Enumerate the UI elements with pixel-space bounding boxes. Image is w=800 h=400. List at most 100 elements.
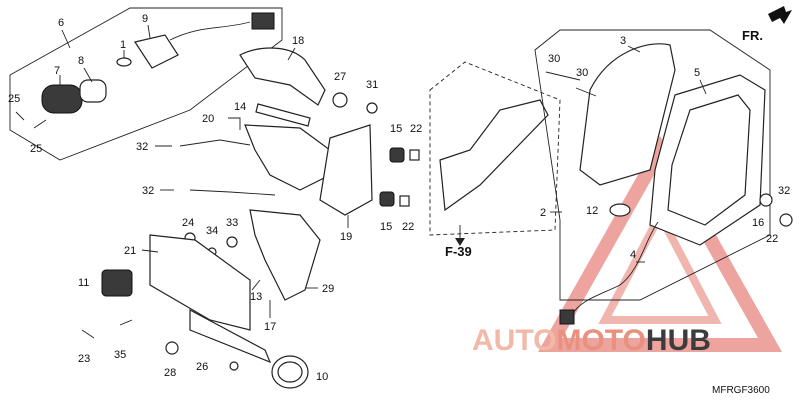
part-bulb-12 bbox=[609, 203, 631, 217]
part-license-holder-21 bbox=[149, 234, 251, 331]
part-nut-32c bbox=[779, 213, 793, 227]
group-box-left bbox=[9, 7, 283, 161]
part-screw-25b bbox=[33, 119, 47, 129]
callout-8: 8 bbox=[78, 55, 84, 67]
callout-16: 16 bbox=[752, 217, 764, 229]
callout-13: 13 bbox=[250, 291, 262, 303]
part-collar-22a bbox=[409, 149, 420, 161]
part-nut-26 bbox=[229, 361, 239, 371]
leader-c9 bbox=[147, 24, 151, 39]
part-gasket bbox=[79, 79, 107, 103]
callout-26: 26 bbox=[196, 361, 208, 373]
callout-28: 28 bbox=[164, 367, 176, 379]
part-bracket-main bbox=[244, 124, 331, 191]
callout-30a: 30 bbox=[548, 53, 560, 65]
callout-31: 31 bbox=[366, 79, 378, 91]
part-screw-30a bbox=[545, 71, 581, 81]
watermark-part2: MOTO bbox=[556, 324, 645, 357]
frame-reference-box bbox=[429, 61, 561, 236]
part-screw-25a bbox=[15, 111, 25, 121]
callout-15b: 15 bbox=[380, 221, 392, 233]
watermark-triangle bbox=[538, 135, 782, 352]
callout-19: 19 bbox=[340, 231, 352, 243]
callout-12: 12 bbox=[586, 205, 598, 217]
part-grommet-15b bbox=[379, 191, 395, 207]
leader-c8 bbox=[83, 67, 93, 83]
callout-25b: 25 bbox=[30, 143, 42, 155]
part-tail-housing-5-inner bbox=[667, 94, 751, 226]
callout-17: 17 bbox=[264, 321, 276, 333]
callout-14: 14 bbox=[234, 101, 246, 113]
front-direction-indicator: FR. bbox=[742, 6, 792, 43]
watermark-logo: AUTOMOTOHUB bbox=[472, 135, 782, 357]
callout-30b: 30 bbox=[576, 67, 588, 79]
callout-32b: 32 bbox=[142, 185, 154, 197]
part-rear-cover-18 bbox=[239, 47, 326, 106]
group-box-right bbox=[534, 29, 771, 301]
part-lower-bracket bbox=[249, 209, 321, 301]
part-socket-harness bbox=[134, 34, 179, 69]
callout-1: 1 bbox=[120, 39, 126, 51]
leader-c5 bbox=[699, 79, 707, 95]
callout-labels: 6 7 8 9 1 25 25 18 14 20 27 31 32 32 15 … bbox=[8, 13, 790, 383]
part-stay bbox=[189, 309, 272, 364]
callout-34: 34 bbox=[206, 225, 218, 237]
front-arrow-icon bbox=[768, 6, 792, 24]
part-connector-9 bbox=[251, 12, 275, 30]
leader-c32b-ext bbox=[189, 189, 276, 196]
leader-c20-14 bbox=[228, 117, 241, 130]
part-reflector-10-inner bbox=[277, 361, 303, 383]
frame-rail bbox=[439, 99, 549, 212]
part-screw-23 bbox=[81, 329, 95, 339]
leader-c21 bbox=[141, 249, 159, 253]
part-strip-14 bbox=[255, 103, 311, 127]
reference-arrow-head bbox=[455, 238, 465, 246]
callout-24: 24 bbox=[182, 217, 194, 229]
part-license-lens bbox=[41, 84, 83, 114]
callout-25a: 25 bbox=[8, 93, 20, 105]
part-screw-35 bbox=[119, 319, 133, 326]
part-plate-19 bbox=[319, 124, 373, 216]
part-grommet-16 bbox=[759, 193, 773, 207]
leader-c18 bbox=[287, 47, 296, 61]
leader-c32a-ext bbox=[179, 139, 251, 147]
leader-c6 bbox=[61, 29, 71, 49]
front-direction-label: FR. bbox=[742, 28, 763, 43]
part-tail-lens-3 bbox=[579, 43, 676, 186]
callout-29: 29 bbox=[322, 283, 334, 295]
watermark-part3: HUB bbox=[646, 324, 711, 357]
callout-27: 27 bbox=[334, 71, 346, 83]
callout-21: 21 bbox=[124, 245, 136, 257]
watermark-part1: AUTO bbox=[472, 324, 556, 357]
part-license-light-11 bbox=[101, 269, 133, 297]
callout-11: 11 bbox=[78, 277, 89, 289]
callout-33: 33 bbox=[226, 217, 238, 229]
part-grommet-15a bbox=[389, 147, 405, 163]
part-screw-30b bbox=[575, 87, 597, 97]
callout-18: 18 bbox=[292, 35, 304, 47]
callout-4: 4 bbox=[630, 249, 636, 261]
callout-2: 2 bbox=[540, 207, 546, 219]
leader-c13 bbox=[251, 279, 261, 291]
drawing-code: MFRGF3600 bbox=[712, 385, 770, 396]
part-harness-wire bbox=[169, 21, 251, 41]
callout-10: 10 bbox=[316, 371, 328, 383]
part-grommet-28 bbox=[165, 341, 179, 355]
watermark-triangle-inner bbox=[598, 206, 722, 324]
callout-6: 6 bbox=[58, 17, 64, 29]
part-collar-22b bbox=[399, 195, 410, 207]
part-nut-33 bbox=[226, 236, 238, 248]
callout-15a: 15 bbox=[390, 123, 402, 135]
watermark-text: AUTOMOTOHUB bbox=[472, 324, 711, 357]
callout-20: 20 bbox=[202, 113, 214, 125]
callout-3: 3 bbox=[620, 35, 626, 47]
callout-5: 5 bbox=[694, 67, 700, 79]
callout-32c: 32 bbox=[778, 185, 790, 197]
part-connector-4 bbox=[559, 309, 575, 325]
leader-c3 bbox=[627, 45, 641, 53]
part-harness-4 bbox=[571, 221, 659, 316]
part-bulb-1 bbox=[116, 57, 132, 67]
callout-7: 7 bbox=[54, 65, 60, 77]
